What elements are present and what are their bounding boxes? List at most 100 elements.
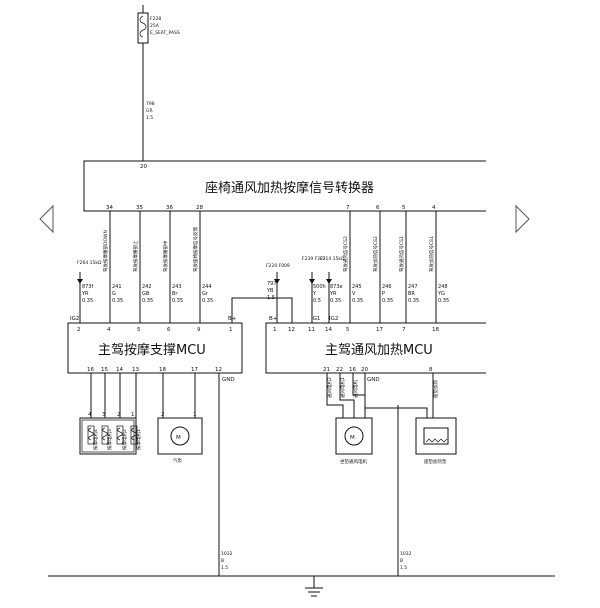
mcu-right-bottom-pin: 8 (429, 367, 433, 373)
mcu-right-wire-color: V (352, 291, 356, 297)
massage-pin: 3 (102, 412, 106, 418)
ground-wire-2-size: 1.5 (400, 565, 407, 571)
mcu-right-bottom-signal: 座垫加热 (432, 380, 439, 398)
mcu-right-top-pin: 17 (376, 327, 383, 333)
mcu-right-bottom-signal: 通风电机 (352, 380, 359, 398)
signal-name: 驾驶按摩腰部上 (132, 240, 139, 272)
mcu-right-wire-color: YG (437, 291, 445, 297)
converter-pin: 6 (376, 205, 380, 211)
fuse-name: E_SEAT_PASS (150, 30, 180, 36)
mcu-right-top-pin: 7 (402, 327, 406, 333)
mcu-right-top-pin: 11 (308, 327, 315, 333)
mcu-left-top-pin: 6 (167, 327, 171, 333)
mcu-left-wire-size: 0.35 (82, 298, 93, 304)
right-feeds: F220 F009 F239 F222 F214 15kΩ (231, 256, 345, 323)
mcu-left: 主驾按摩支撑MCU IG2 GND B+ (67, 316, 243, 383)
feed-wire-num: 798 (146, 101, 155, 107)
mcu-right-title: 主驾通风加热MCU (325, 343, 433, 358)
mcu-right-gnd: GND (367, 377, 380, 383)
massage-motor-label: 按摩电机1 (135, 429, 142, 450)
mcu-right-wire-size: 0.35 (438, 298, 449, 304)
mcu-left-wire-num: 242 (142, 284, 152, 290)
left-feed-fuse: F264 15kΩ (77, 260, 102, 266)
air-pump: M 气泵 (157, 417, 203, 464)
mcu-left-top-pin: 5 (137, 327, 141, 333)
massage-motor-coil-icon (116, 425, 124, 445)
mcu-left-bottom-pin: 15 (101, 367, 108, 373)
converter-title: 座椅通风加热按摩信号转换器 (205, 180, 374, 196)
massage-motor-coil-icon (130, 425, 138, 445)
mcu-left-bottom-pin: 13 (132, 367, 139, 373)
right-fuse-1: F220 F009 (266, 263, 290, 269)
mcu-left-wire-color: G (112, 291, 116, 297)
signal-name: 驾驶加热信号CS2 (372, 236, 379, 272)
mcu-left-wire-size: 0.35 (142, 298, 153, 304)
seat-heater: 座垫加热垫 (364, 373, 457, 465)
converter-pin: 4 (432, 205, 436, 211)
mcu-right-wire-num: 873e (330, 284, 343, 290)
feed-wire-color: GR (146, 108, 153, 114)
mcu-right-wire-size: 0.35 (352, 298, 363, 304)
previous-arrow-icon[interactable] (39, 204, 54, 234)
fuse-f228: F228 25A E_SEAT_PASS (137, 5, 180, 44)
ground-wire-1-color: B (221, 558, 224, 564)
coil-icon (131, 427, 137, 441)
air-pump-pin: 2 (161, 412, 165, 418)
mcu-right-bottom-signal: 通风电机2 (326, 377, 333, 398)
mcu-right-wire-size: 0.35 (408, 298, 419, 304)
mcu-right-top-pin: 1 (273, 327, 277, 333)
converter-pins: 34驾驶按摩腰部DOWN35驾驶按摩腰部上36驾驶按摩腰部中28驾驶座椅按摩信号… (102, 205, 437, 323)
mcu-left-wire-num: 873f (82, 284, 94, 290)
converter-pin: 7 (346, 205, 350, 211)
massage-pin: 4 (88, 412, 92, 418)
mcu-left-bottom-pin: 14 (116, 367, 123, 373)
mcu-right-ig1: IG1 (311, 316, 320, 322)
mcu-right-top-pin: 5 (346, 327, 350, 333)
mcu-left-wire-size: 0.35 (172, 298, 183, 304)
mcu-left-wire-color: Br (172, 291, 178, 297)
mcu-right-bottom-pin: 20 (361, 367, 368, 373)
right-fuse-2: F239 F222 (302, 256, 326, 262)
arrow-down-icon (326, 279, 332, 284)
converter-top-pin: 20 (140, 164, 147, 170)
mcu-left-top-pin: 1 (229, 327, 233, 333)
signal-name: 驾驶座椅按摩信号反馈 (192, 227, 199, 272)
mcu-right-bottom-pin: 21 (323, 367, 330, 373)
mcu-left-bottom-pin: 17 (191, 367, 198, 373)
converter-pin: 5 (402, 205, 406, 211)
fan-motor-symbol: M (350, 435, 355, 441)
air-pump-label: 气泵 (173, 457, 182, 464)
massage-motor-label: 按摩电机2 (121, 429, 128, 450)
mcu-left-wire-color: GB (142, 291, 150, 297)
mcu-right-wire-color: Y (312, 291, 317, 297)
converter-module: 20 座椅通风加热按摩信号转换器 (83, 160, 486, 212)
mcu-right-wire-color: YR (329, 291, 337, 297)
mcu-right-wire-num: 247 (408, 284, 418, 290)
mcu-right-wire-size: 0.35 (382, 298, 393, 304)
mcu-right-top-pin: 18 (432, 327, 439, 333)
ground-wires: 1032 B 1.5 1032 B 1.5 (48, 373, 555, 597)
coil-icon (88, 427, 94, 441)
ground-wire-2-num: 1032 (400, 551, 412, 557)
converter-pin: 28 (196, 205, 203, 211)
mcu-right-bottom-signal: 通风电机1 (339, 377, 346, 398)
coil-icon (102, 427, 108, 441)
arrow-down-icon (309, 279, 315, 284)
mcu-left-wire-num: 241 (112, 284, 122, 290)
mcu-right-wire-color: P (382, 291, 385, 297)
air-pump-pin: 1 (193, 412, 197, 418)
mcu-left-top-pin: 9 (197, 327, 201, 333)
massage-pin: 2 (117, 412, 121, 418)
signal-name: 驾驶加热信号CS1 (428, 236, 435, 272)
converter-pin: 35 (136, 205, 143, 211)
next-arrow-icon[interactable] (515, 204, 530, 234)
mcu-left-title: 主驾按摩支撑MCU (98, 342, 206, 358)
mcu-left-ig2: IG2 (70, 316, 79, 322)
mcu-right: 主驾通风加热MCU B+ IG1 IG2 GND (265, 316, 486, 383)
mcu-right-wire-color: YB (266, 288, 274, 294)
signal-name: 驾驶通风信号CS1 (398, 236, 405, 272)
